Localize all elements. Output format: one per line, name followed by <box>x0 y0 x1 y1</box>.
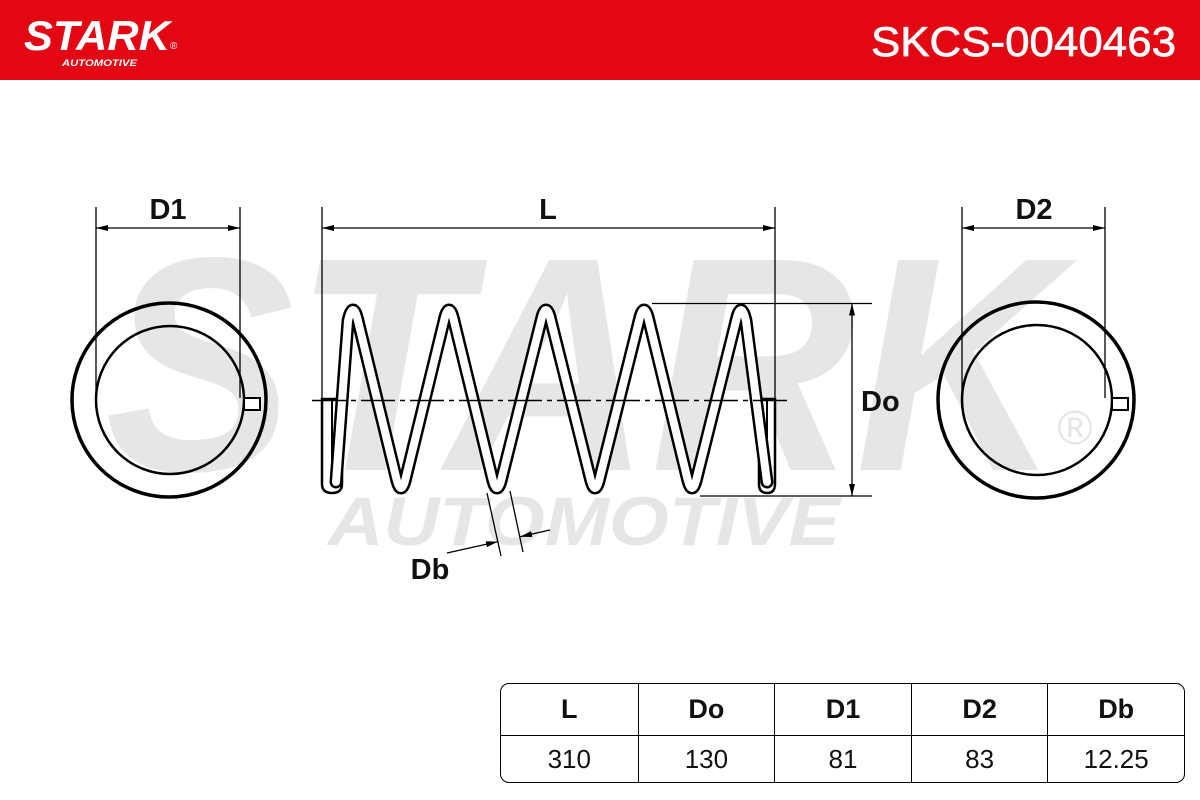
outer-coil-circle <box>936 300 1136 500</box>
label-db: Db <box>411 554 450 586</box>
extension-line <box>509 490 524 553</box>
registered-mark: ® <box>170 41 178 52</box>
part-number: SKCS-0040463 <box>871 18 1176 65</box>
extension-line <box>486 492 502 557</box>
spec-value-d1: 81 <box>774 735 911 782</box>
label-d1: D1 <box>149 194 186 226</box>
spec-header-db: Db <box>1047 684 1184 735</box>
spec-value-db: 12.25 <box>1047 735 1184 782</box>
dimension-d1: D1 <box>95 194 241 398</box>
dimension-db: Db <box>411 490 551 586</box>
spec-value-l: 310 <box>501 735 638 782</box>
spec-header-d2: D2 <box>910 684 1048 735</box>
brand-name: STARK <box>24 12 173 59</box>
outer-coil-circle <box>70 301 268 499</box>
watermark: STARK AUTOMOTIVE ® <box>105 194 1093 560</box>
end-view-d2 <box>936 300 1136 500</box>
header-background <box>0 0 1200 80</box>
spec-value-d2: 83 <box>910 735 1048 782</box>
dimension-d2: D2 <box>961 194 1106 398</box>
coil-wire-body <box>332 306 771 492</box>
spec-header-d1: D1 <box>774 684 911 735</box>
spec-header-l: L <box>561 694 578 724</box>
dimension-do: Do <box>652 302 900 497</box>
spec-value-do: 130 <box>637 735 775 782</box>
spring-side-view <box>320 303 777 495</box>
dimension-l: L <box>321 194 776 398</box>
header-bar: STARK AUTOMOTIVE ® SKCS-0040463 <box>0 0 1200 80</box>
dimension-leader <box>519 529 551 538</box>
coil-end-notch <box>243 397 261 411</box>
watermark-registered-mark: ® <box>1057 402 1092 455</box>
label-l: L <box>539 194 557 226</box>
coil-end-notch <box>1111 397 1129 411</box>
label-d2: D2 <box>1015 194 1052 226</box>
label-do: Do <box>861 386 900 418</box>
spring-coil <box>329 303 774 495</box>
brand-logo: STARK AUTOMOTIVE ® <box>24 12 178 69</box>
spec-header-do: Do <box>637 684 775 735</box>
brand-subtitle: AUTOMOTIVE <box>61 58 138 69</box>
specs-table: L Do D1 D2 Db 310 130 81 83 12.25 <box>500 683 1185 783</box>
watermark-subtext: AUTOMOTIVE <box>326 483 842 560</box>
end-view-d1 <box>70 301 268 499</box>
dimension-leader <box>446 540 499 554</box>
